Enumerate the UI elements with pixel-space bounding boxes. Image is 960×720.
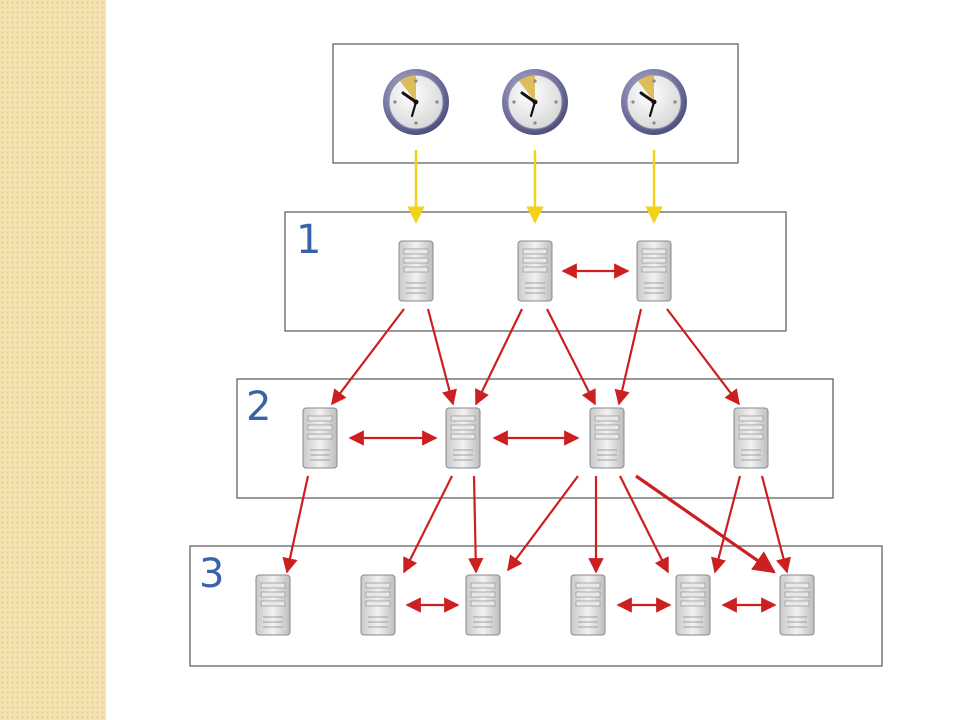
sync-link-arrow bbox=[507, 475, 579, 572]
server-icon bbox=[255, 574, 291, 636]
server-icon bbox=[302, 407, 338, 469]
server-icon bbox=[733, 407, 769, 469]
sync-link-arrow bbox=[635, 474, 776, 574]
sync-link-arrow bbox=[619, 475, 669, 574]
stratum-3-label: 3 bbox=[199, 551, 224, 597]
clock-icon bbox=[619, 67, 689, 137]
server-icon bbox=[445, 407, 481, 469]
sync-link-arrow bbox=[282, 475, 310, 574]
stratum-1-label: 1 bbox=[296, 217, 321, 263]
sync-link-arrow bbox=[426, 308, 457, 406]
server-icon bbox=[589, 407, 625, 469]
sync-link-arrow bbox=[614, 308, 643, 406]
server-icon bbox=[465, 574, 501, 636]
sync-link-arrow bbox=[760, 475, 791, 574]
clock-icon bbox=[381, 67, 451, 137]
server-icon bbox=[675, 574, 711, 636]
server-icon bbox=[360, 574, 396, 636]
server-icon bbox=[636, 240, 672, 302]
server-icon bbox=[570, 574, 606, 636]
sync-link-arrow bbox=[711, 475, 742, 574]
server-icon bbox=[398, 240, 434, 302]
sync-link-arrow bbox=[468, 475, 484, 574]
stratum-2-label: 2 bbox=[246, 384, 271, 430]
sync-link-arrow bbox=[475, 308, 523, 406]
sync-link-arrow bbox=[403, 475, 453, 574]
sync-link-arrow bbox=[331, 308, 405, 406]
stratum-3-box bbox=[189, 545, 883, 667]
server-icon bbox=[517, 240, 553, 302]
clock-icon bbox=[500, 67, 570, 137]
server-icon bbox=[779, 574, 815, 636]
side-decoration-strip bbox=[0, 0, 106, 720]
sync-link-arrow bbox=[546, 308, 596, 406]
sync-link-arrow bbox=[666, 308, 740, 406]
